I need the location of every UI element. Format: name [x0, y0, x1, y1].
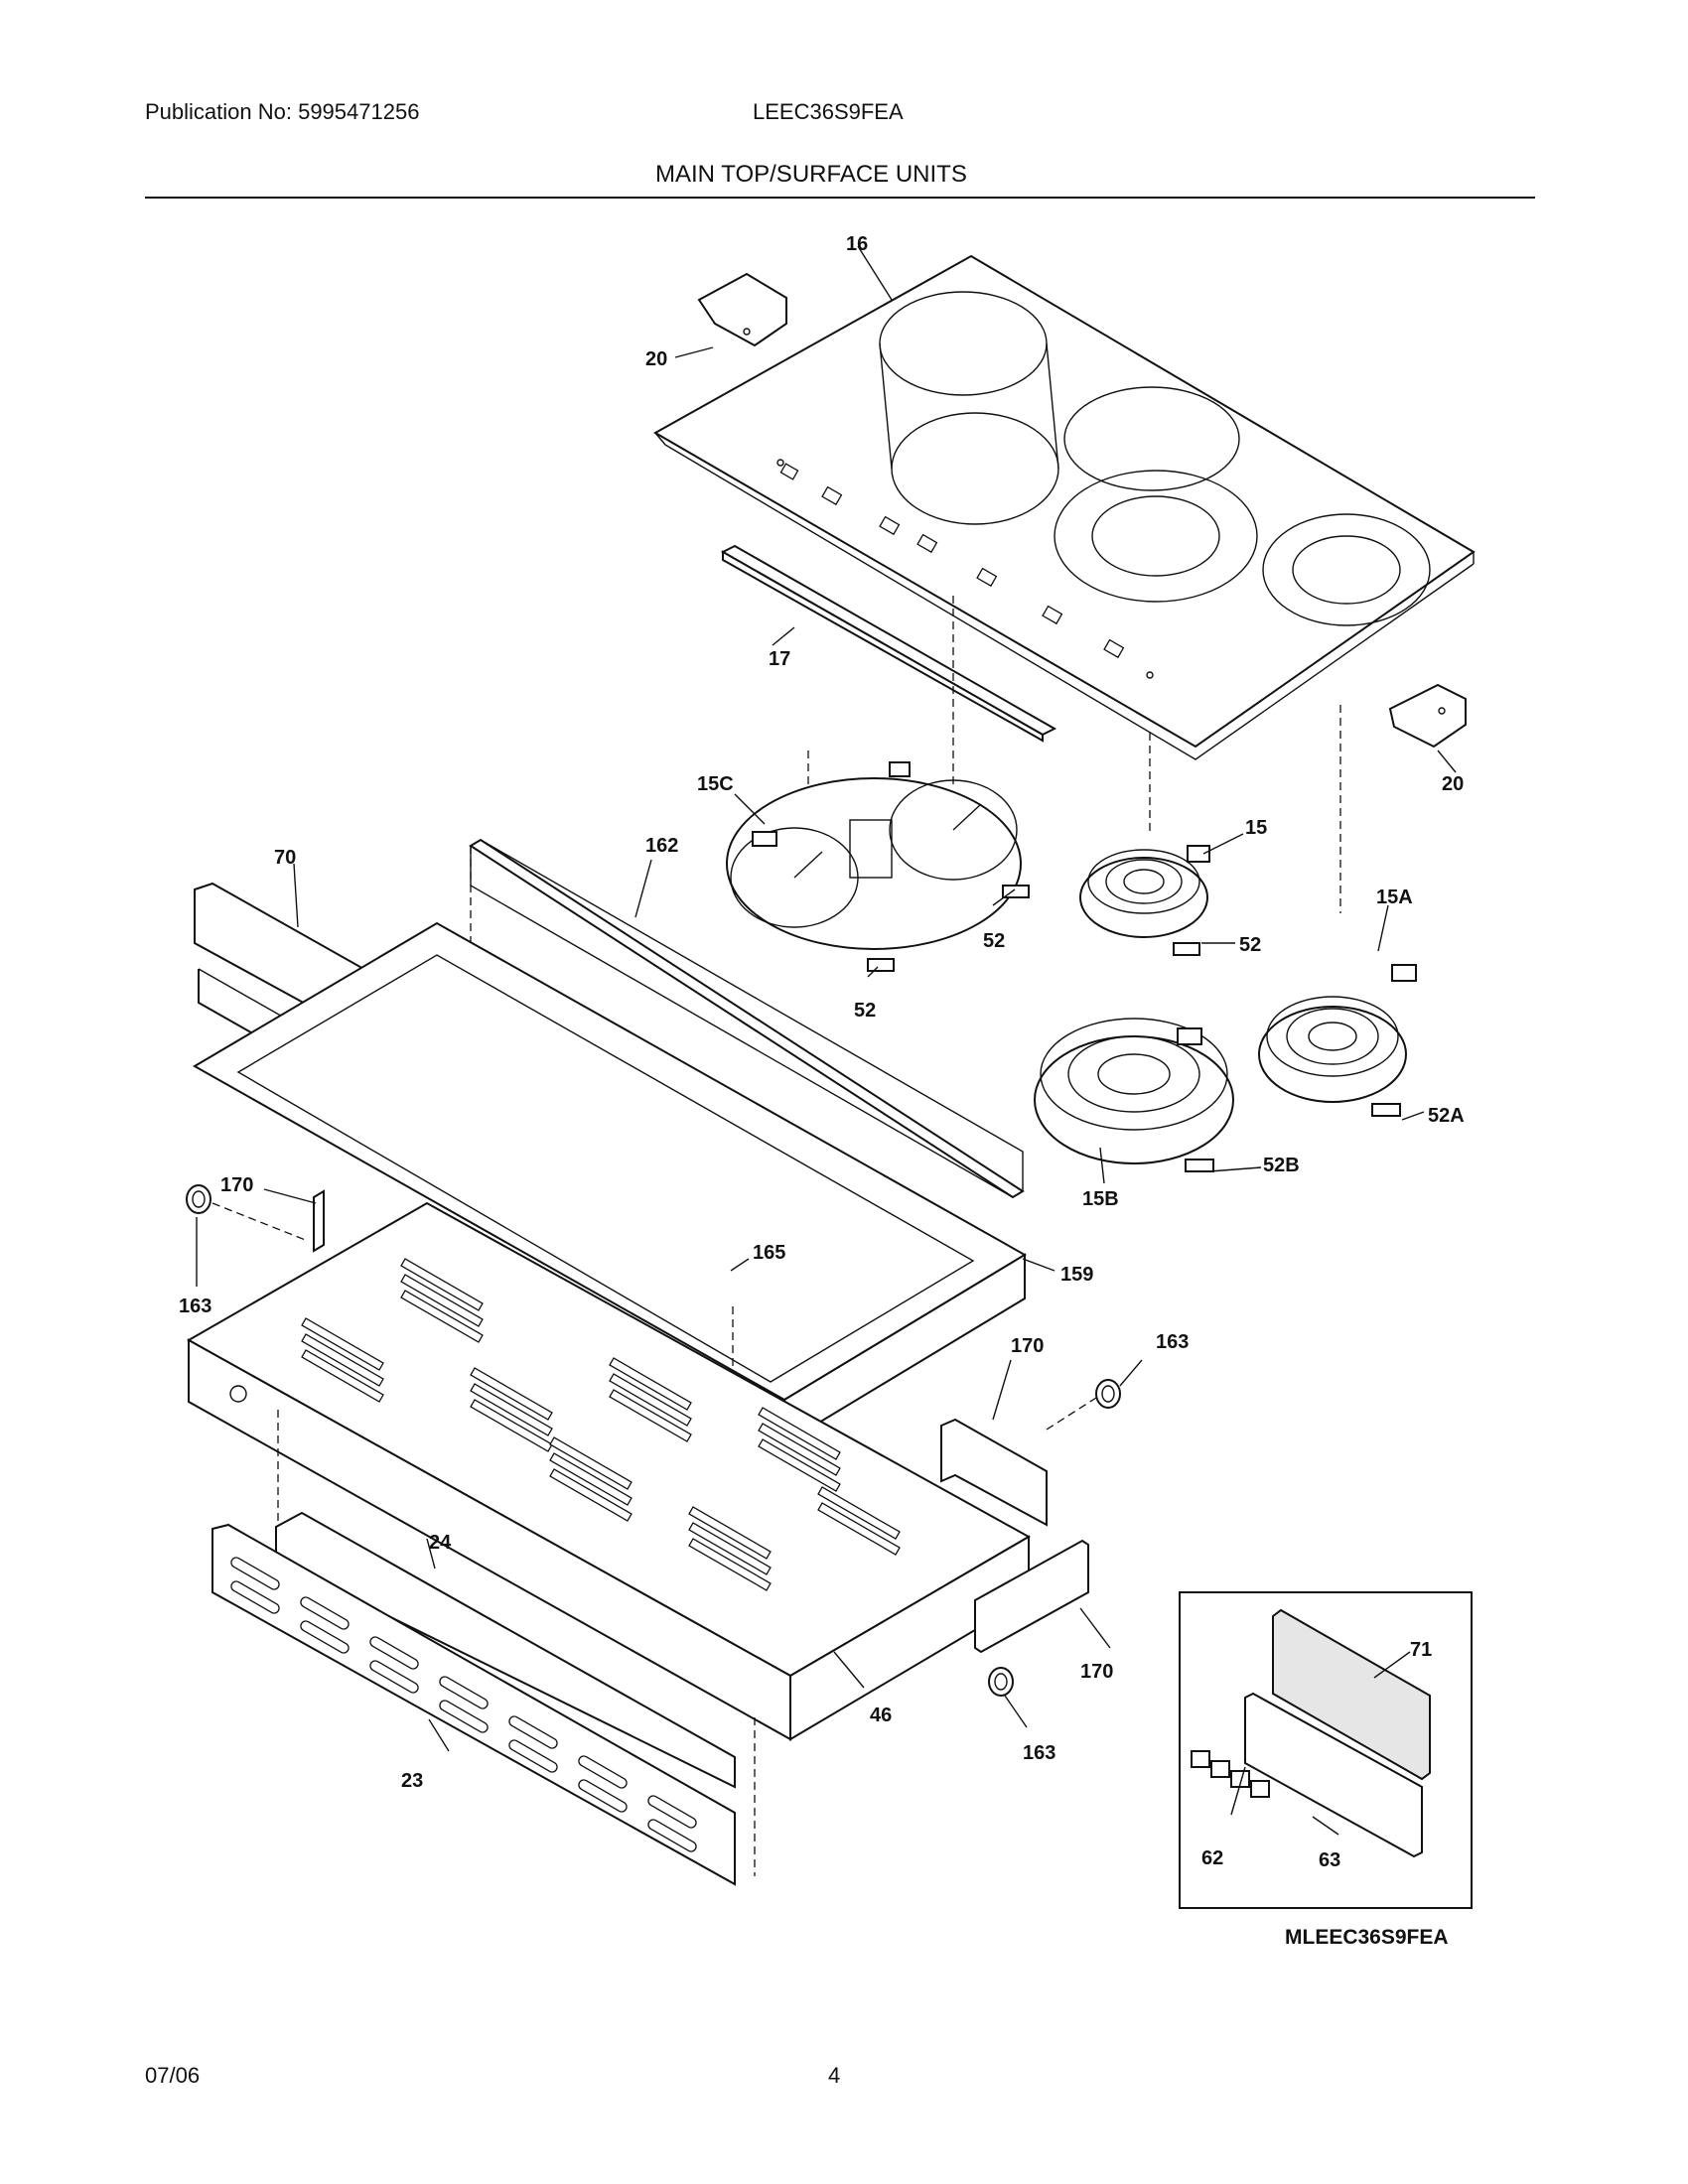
spacer-163-right — [1046, 1379, 1121, 1431]
frame-159 — [193, 921, 1027, 1445]
publication-number: Publication No: 5995471256 — [145, 99, 420, 124]
label-165: 165 — [753, 1242, 785, 1264]
label-46: 46 — [870, 1705, 892, 1726]
label-159: 159 — [1060, 1264, 1093, 1286]
bracket-170-right — [940, 1418, 1048, 1527]
label-15B: 15B — [1082, 1188, 1119, 1210]
label-70: 70 — [274, 847, 296, 869]
page-number: 4 — [828, 2063, 841, 2088]
part-labels: 16 20 17 20 15C 15 52 15A 70 162 52 52 5… — [179, 233, 1465, 1949]
label-162: 162 — [645, 835, 678, 857]
label-170-a: 170 — [220, 1174, 253, 1196]
label-71: 71 — [1410, 1639, 1432, 1661]
leader-lines — [196, 245, 1457, 1836]
label-15: 15 — [1245, 817, 1267, 839]
cooktop-glass — [652, 254, 1476, 760]
label-24: 24 — [429, 1532, 452, 1554]
label-16: 16 — [846, 233, 868, 255]
rail-17 — [720, 544, 1057, 743]
label-20-right: 20 — [1442, 773, 1464, 795]
bracket-20-left — [697, 272, 787, 347]
bracket-170-lower — [974, 1539, 1089, 1654]
label-52B: 52B — [1263, 1155, 1300, 1176]
label-20: 20 — [645, 348, 667, 370]
header-rule — [145, 197, 1535, 199]
element-15C — [726, 761, 1030, 972]
drawing-code: MLEEC36S9FEA — [1285, 1926, 1449, 1949]
spacer-163-left — [186, 1184, 309, 1242]
element-15 — [1079, 845, 1210, 956]
label-52A: 52A — [1428, 1105, 1465, 1127]
label-170-c: 170 — [1080, 1661, 1113, 1683]
label-62: 62 — [1201, 1847, 1223, 1869]
bracket-170-left — [313, 1189, 325, 1253]
label-52-b: 52 — [854, 1000, 876, 1022]
element-15A — [1258, 964, 1417, 1117]
inset-box — [1179, 1591, 1473, 1909]
bracket-20-right — [1388, 683, 1467, 749]
label-163-a: 163 — [179, 1296, 211, 1317]
label-170-b: 170 — [1011, 1335, 1044, 1357]
label-15A: 15A — [1376, 887, 1413, 908]
label-15C: 15C — [697, 773, 734, 795]
spacer-163-lower — [988, 1667, 1014, 1697]
label-63: 63 — [1319, 1849, 1340, 1871]
label-23: 23 — [401, 1770, 423, 1792]
label-52-a: 52 — [983, 930, 1005, 952]
element-15B — [1034, 1018, 1234, 1172]
label-17: 17 — [769, 648, 790, 670]
label-163-c: 163 — [1023, 1742, 1055, 1764]
vent-panel-23 — [211, 1523, 736, 1886]
model-number: LEEC36S9FEA — [753, 99, 904, 124]
label-52-c: 52 — [1239, 934, 1261, 956]
burner-box-46 — [186, 1201, 1032, 1876]
label-163-b: 163 — [1156, 1331, 1189, 1353]
section-title: MAIN TOP/SURFACE UNITS — [655, 161, 967, 188]
footer-date: 07/06 — [145, 2063, 201, 2088]
